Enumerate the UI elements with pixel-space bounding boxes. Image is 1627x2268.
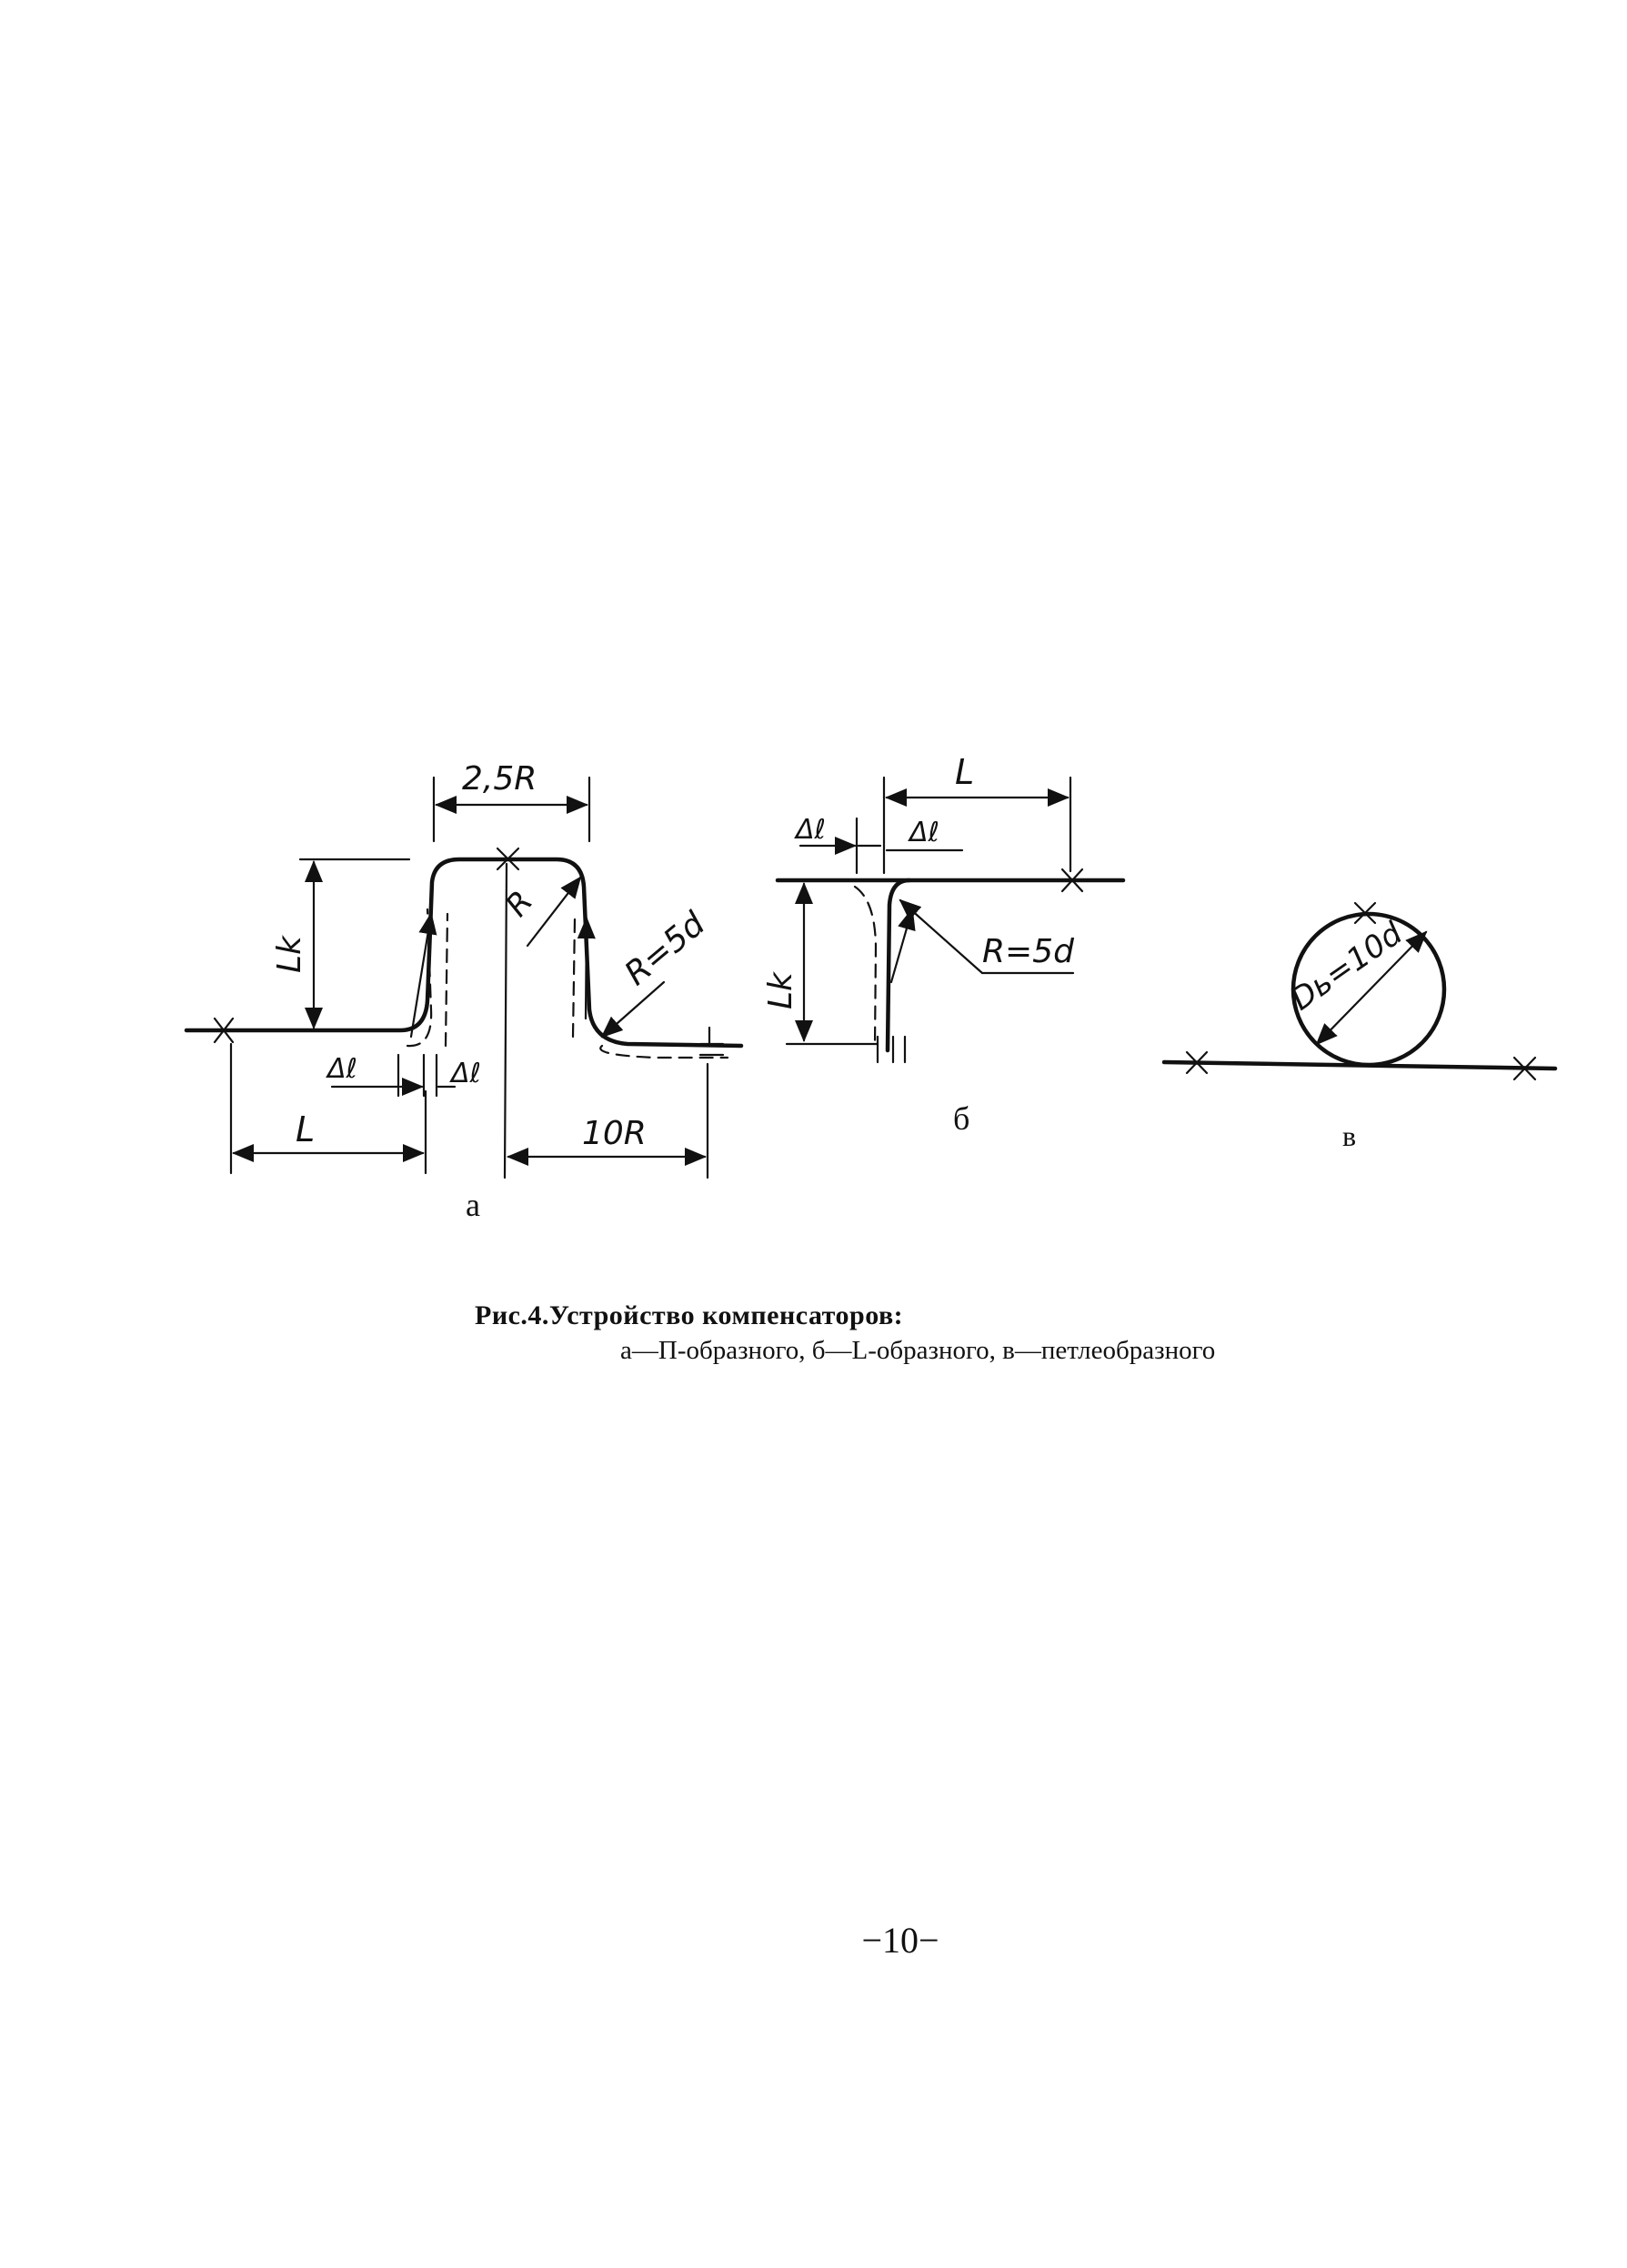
label-dl-a-2: Δℓ	[449, 1058, 481, 1089]
label-R-5d-b: R=5d	[982, 933, 1075, 970]
caption-title: Рис.4.Устройство компенсаторов:	[475, 1300, 904, 1330]
caption-subtitle: а—П-образного, б—L-образного, в—петлеобр…	[620, 1336, 1216, 1365]
label-Db: Dь=10d	[1284, 915, 1410, 1018]
support-mark-a-left	[213, 1017, 235, 1044]
support-mark-c-right	[1512, 1056, 1537, 1081]
label-10R: 10R	[582, 1115, 647, 1152]
deformed-pipe-b	[853, 885, 878, 1048]
label-L-a: L	[296, 1109, 315, 1149]
diagram-a: 2,5R Lk R R=5d Δℓ Δℓ L 10R а	[184, 760, 744, 1223]
label-Lk-a: Lk	[271, 934, 308, 973]
subfig-label-a: а	[466, 1187, 480, 1223]
label-2-5R: 2,5R	[462, 760, 537, 798]
deformed-pipe-a	[406, 908, 433, 1048]
label-L-b: L	[955, 752, 974, 792]
support-mark-a-top	[496, 847, 520, 871]
loop-c	[1291, 911, 1447, 1068]
diagram-b: L Δℓ Δℓ Lk R=5d б	[762, 752, 1126, 1137]
support-mark-c-top	[1353, 901, 1377, 925]
subfig-label-c: в	[1342, 1119, 1356, 1152]
support-mark-c-left	[1185, 1050, 1209, 1075]
label-dl-b-2: Δℓ	[908, 817, 939, 848]
label-dl-b-1: Δℓ	[794, 814, 826, 846]
fixed-support-b	[876, 1035, 907, 1064]
label-R-5d-a: R=5d	[618, 905, 713, 993]
fixed-support-a	[698, 1026, 725, 1057]
subfig-label-b: б	[953, 1100, 969, 1137]
pipe-a	[184, 857, 744, 1049]
page-number: −10−	[861, 1920, 939, 1961]
support-mark-b	[1060, 868, 1084, 893]
label-R-a: R	[498, 884, 540, 924]
diagram-c: Dь=10d в	[1161, 901, 1558, 1152]
label-Lk-b: Lk	[762, 970, 799, 1009]
figure-caption: Рис.4.Устройство компенсаторов: а—П-обра…	[475, 1299, 1475, 1368]
label-dl-a-1: Δℓ	[326, 1053, 357, 1085]
